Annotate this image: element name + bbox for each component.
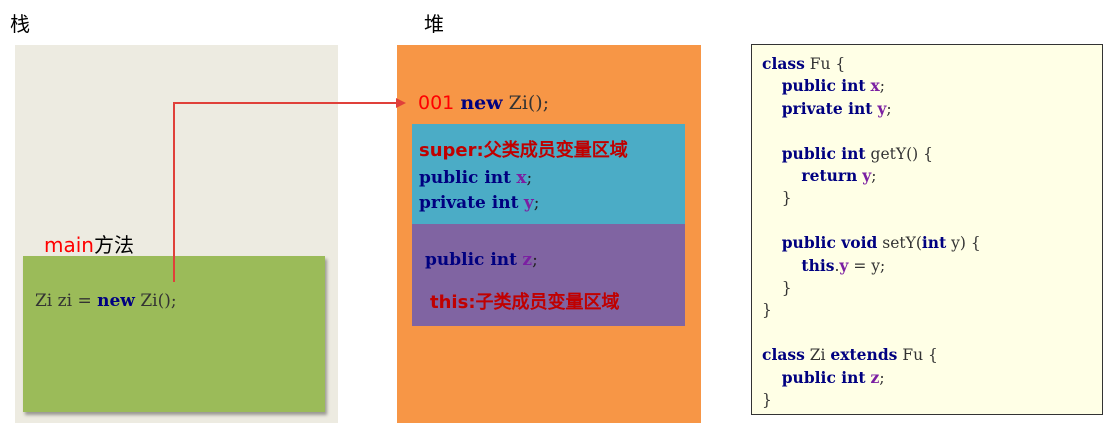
main-method-label: main方法 <box>44 229 134 258</box>
heap-title: 堆 <box>424 12 444 36</box>
code-class-fu-name: Fu { <box>804 55 846 73</box>
heap-new-keyword: new <box>460 92 503 114</box>
this-region-desc: :子类成员变量区域 <box>468 292 620 313</box>
this-field-z: public int z; <box>425 250 538 270</box>
code-brace: } <box>781 189 792 208</box>
code-field-y-name: y <box>877 98 887 118</box>
code-field-x-name: x <box>870 76 880 96</box>
code-brace: } <box>762 391 772 410</box>
this-field-z-type: public int <box>425 250 517 270</box>
code-extends-kw: extends <box>830 345 898 365</box>
source-code: class Fu { public int x; private int y; … <box>762 54 981 410</box>
stack-title: 栈 <box>10 12 30 36</box>
main-code-call: Zi(); <box>134 291 177 311</box>
main-label-keyword: main <box>44 233 94 257</box>
super-field-y: private int y; <box>419 193 540 213</box>
code-this-field: y <box>839 255 849 275</box>
code-class-zi-name: Zi <box>804 346 831 365</box>
code-return-kw: return <box>801 166 858 186</box>
code-assign: = y; <box>848 256 886 275</box>
code-return-var: y <box>862 166 872 186</box>
super-field-x-type: public int <box>419 168 511 188</box>
code-class-zi-parent: Fu { <box>897 346 938 365</box>
this-field-z-name: z <box>522 250 533 270</box>
super-keyword: super <box>419 140 477 161</box>
code-gety-type: public int <box>781 143 866 163</box>
super-field-y-name: y <box>523 193 534 213</box>
code-field-z-name: z <box>870 367 880 387</box>
heap-address: 001 <box>418 92 455 114</box>
super-field-x-name: x <box>516 168 527 188</box>
source-code-panel: class Fu { public int x; private int y; … <box>751 44 1103 415</box>
super-region-label: super:父类成员变量区域 <box>419 136 628 162</box>
code-class-zi-kw: class <box>762 345 805 365</box>
heap-new-call: Zi(); <box>502 92 550 114</box>
code-field-y-type: private int <box>781 98 873 118</box>
main-code-line: Zi zi = new Zi(); <box>35 291 177 311</box>
code-class-fu-kw: class <box>762 54 805 73</box>
super-region: super:父类成员变量区域 public int x; private int… <box>412 124 685 224</box>
super-field-x: public int x; <box>419 168 533 188</box>
code-sety-type: public void <box>781 233 878 253</box>
this-region-label: this:子类成员变量区域 <box>430 288 620 314</box>
code-field-x-type: public int <box>781 76 866 96</box>
super-region-desc: :父类成员变量区域 <box>476 140 628 161</box>
this-region: public int z; this:子类成员变量区域 <box>412 224 685 326</box>
super-field-y-type: private int <box>419 193 519 213</box>
main-label-text: 方法 <box>93 233 134 257</box>
this-keyword: this <box>430 292 469 313</box>
code-field-z-type: public int <box>781 367 866 387</box>
main-code-decl: Zi zi = <box>35 291 98 311</box>
code-this-kw: this <box>801 255 835 275</box>
reference-arrow-line <box>173 98 406 282</box>
code-sety-param: y) { <box>946 234 981 253</box>
code-gety-sig: getY() { <box>865 144 933 163</box>
code-sety-param-type: int <box>921 233 947 253</box>
code-sety-name: setY( <box>877 234 922 253</box>
code-brace: } <box>781 279 792 298</box>
heap-object-line: 001 new Zi(); <box>418 92 549 114</box>
main-code-new: new <box>97 291 135 311</box>
code-brace: } <box>762 301 772 320</box>
